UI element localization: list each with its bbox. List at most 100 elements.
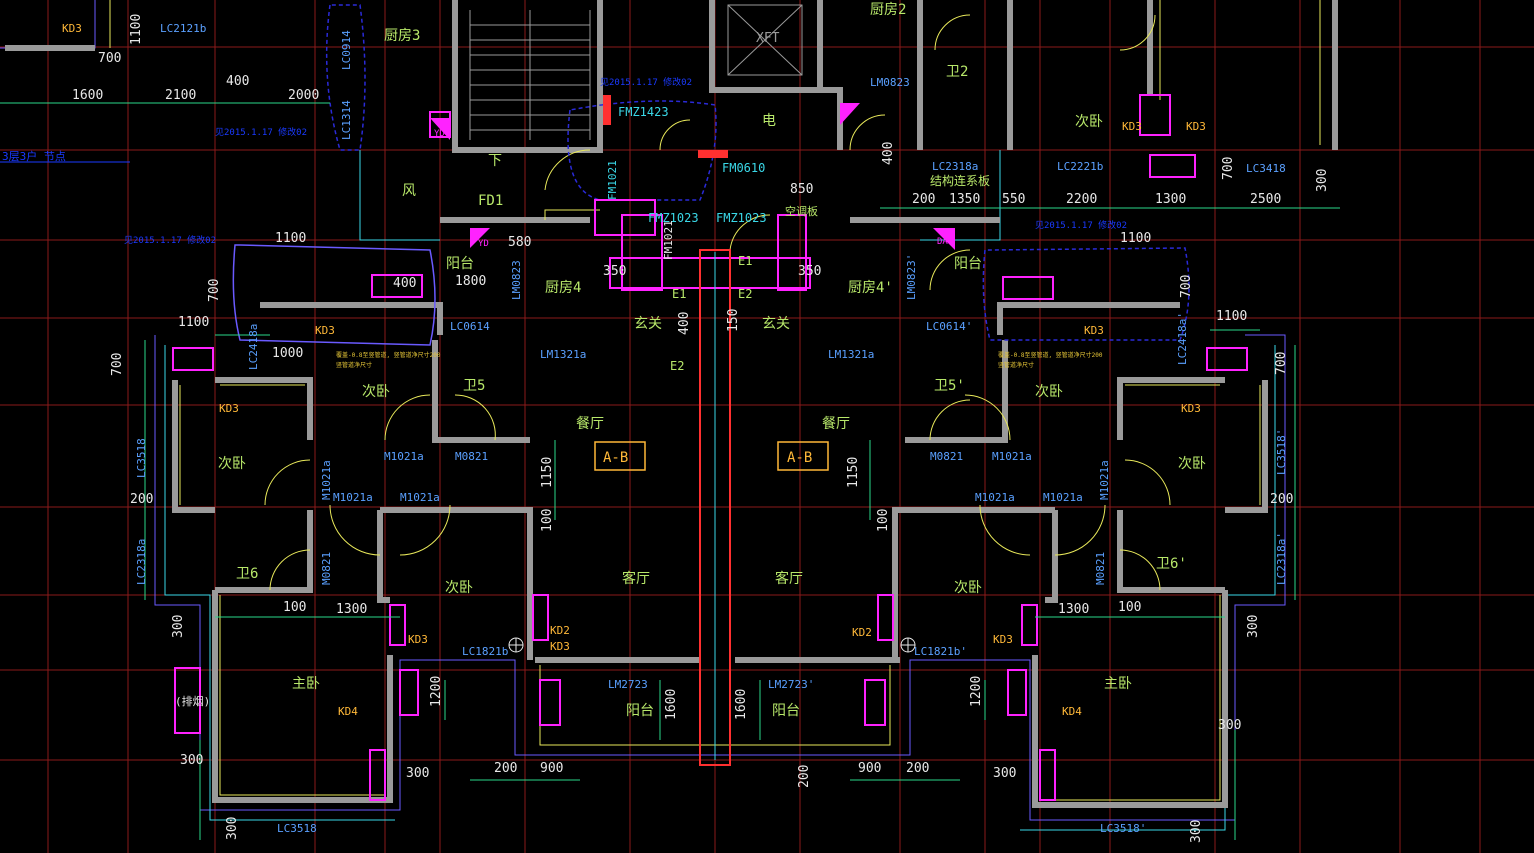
tag-yd: YD (478, 239, 489, 249)
tag-kd4-b: KD4 (1062, 705, 1082, 718)
dimension-lines (0, 102, 1340, 840)
stairs (469, 10, 591, 140)
dim-300f: 300 (406, 766, 429, 781)
tag-kd4-a: KD4 (338, 705, 358, 718)
room-balcony-r: 阳台 (954, 256, 982, 272)
dim-1100d: 1100 (178, 315, 209, 330)
dim-400c: 400 (393, 276, 416, 291)
code-lm1321a-l: LM1321a (540, 348, 586, 361)
tag-kd3-a: KD3 (62, 22, 82, 35)
room-elec: 电 (762, 113, 776, 129)
dim-350a: 350 (603, 264, 626, 279)
column-markers (508, 637, 916, 653)
kd-tags: KD3 KD3 KD3 KD3 KD3 KD3 KD3 KD3 KD3 KD3 … (62, 22, 1206, 718)
dim-1200a: 1200 (429, 676, 444, 707)
code-lc1314: LC1314 (340, 100, 353, 140)
note-9: 竖管道净尺寸 (998, 361, 1034, 369)
code-lc2221b: LC2221b (1057, 160, 1103, 173)
dim-700a: 700 (98, 51, 121, 66)
note-2: 见2015.1.17 修改02 (215, 126, 307, 138)
unit-box-right (777, 441, 829, 471)
dim-1300a: 1300 (1155, 192, 1186, 207)
dim-400b: 400 (881, 142, 896, 165)
code-lm2723: LM2723 (608, 678, 648, 691)
dim-300h: 300 (993, 766, 1016, 781)
room-ciwo-l3: 次卧 (445, 580, 473, 596)
dim-1300b: 1300 (336, 602, 367, 617)
room-dining-r: 餐厅 (822, 416, 850, 432)
room-kitchen2: 厨房2 (870, 2, 906, 18)
code-lc2418ap: LC2418a' (1176, 312, 1189, 365)
unit-tags: A-B A-B (594, 441, 829, 471)
tag-da: DA (937, 237, 948, 247)
room-kitchen4p: 厨房4' (848, 280, 893, 296)
dim-1200b: 1200 (969, 676, 984, 707)
red-markers (603, 95, 728, 158)
dim-100d: 100 (876, 509, 891, 532)
dim-2500: 2500 (1250, 192, 1281, 207)
dim-700b: 700 (1221, 157, 1236, 180)
room-wei2: 卫2 (946, 64, 968, 80)
room-kitchen4: 厨房4 (545, 280, 581, 296)
code-e2: E2 (738, 287, 752, 301)
code-lm1321a-r: LM1321a (828, 348, 874, 361)
code-m0821-1: M0821 (455, 450, 488, 463)
code-e1b: E1 (672, 287, 686, 301)
code-e2b: E2 (670, 359, 684, 373)
room-balcony-bl: 阳台 (626, 703, 654, 719)
dim-1600b: 1600 (664, 689, 679, 720)
tag-kd3-e: KD3 (1084, 324, 1104, 337)
code-lc3518p: LC3518' (1275, 429, 1288, 475)
code-m1021a-5: M1021a (975, 491, 1015, 504)
dim-300d: 300 (225, 817, 240, 840)
dim-100b: 100 (540, 509, 555, 532)
code-fm1021: FM1021 (606, 160, 619, 200)
dim-700c: 700 (207, 279, 222, 302)
dim-1350: 1350 (949, 192, 980, 207)
room-ciwo-top: 次卧 (1075, 114, 1103, 130)
dim-300i: 300 (1189, 820, 1204, 843)
code-lc0914: LC0914 (340, 30, 353, 70)
tag-kd3-d: KD3 (315, 324, 335, 337)
code-m1021a-1: M1021a (384, 450, 424, 463)
dim-900c: FM1021 (662, 220, 675, 260)
dim-2100: 2100 (165, 88, 196, 103)
tag-kd3-b: KD3 (1122, 120, 1142, 133)
code-fmz1423: FMZ1423 (618, 105, 669, 119)
dim-150: 150 (726, 309, 741, 332)
room-living-l: 客厅 (622, 570, 650, 587)
elevator-shaft (727, 4, 803, 76)
code-lc0614p: LC0614' (926, 320, 972, 333)
code-lc2318a-l: LC2318a (135, 539, 148, 585)
room-labels: 厨房3 厨房2 卫2 次卧 电 风 下 阳台 阳台 厨房4 厨房4' 玄关 玄关… (175, 2, 1206, 719)
code-labels: LC2121b FMZ1423 FM0610 LM0823 LC2318a LC… (160, 22, 1286, 835)
dim-300e: 300 (180, 753, 203, 768)
room-wei6: 卫6 (236, 566, 258, 582)
room-master-l: 主卧 (292, 676, 320, 692)
code-lc3518bp: LC3518' (1100, 822, 1146, 835)
dim-700d: 700 (1179, 275, 1194, 298)
dim-1600: 1600 (72, 88, 103, 103)
code-m0821-4: M0821 (1094, 552, 1107, 585)
tag-kd2-b: KD2 (852, 626, 872, 639)
dim-100c: 100 (1118, 600, 1141, 615)
code-lc3518: LC3518 (135, 438, 148, 478)
code-lc2318a-r: LC2318a' (1275, 532, 1288, 585)
code-m0821-2: M0821 (930, 450, 963, 463)
note-3: 见2015.1.17 修改02 (124, 234, 216, 246)
tag-kd3-i: KD3 (993, 633, 1013, 646)
tag-kd3-f: KD3 (219, 402, 239, 415)
revision-clouds (232, 4, 1190, 346)
vertical-dimension-labels: 1100 400 700 300 700 700 700 700 FM1021 … (110, 14, 1330, 843)
dim-400a: 400 (226, 74, 249, 89)
dim-350b: 350 (798, 264, 821, 279)
dim-200d: 200 (494, 761, 517, 776)
code-m1021a-3: M1021a (333, 491, 373, 504)
room-ac-plate: 空调板 (785, 204, 818, 218)
dim-100a: 100 (283, 600, 306, 615)
code-m0821-3: M0821 (320, 552, 333, 585)
unit-tag-right: A-B (787, 450, 812, 466)
dim-300b: 300 (171, 615, 186, 638)
